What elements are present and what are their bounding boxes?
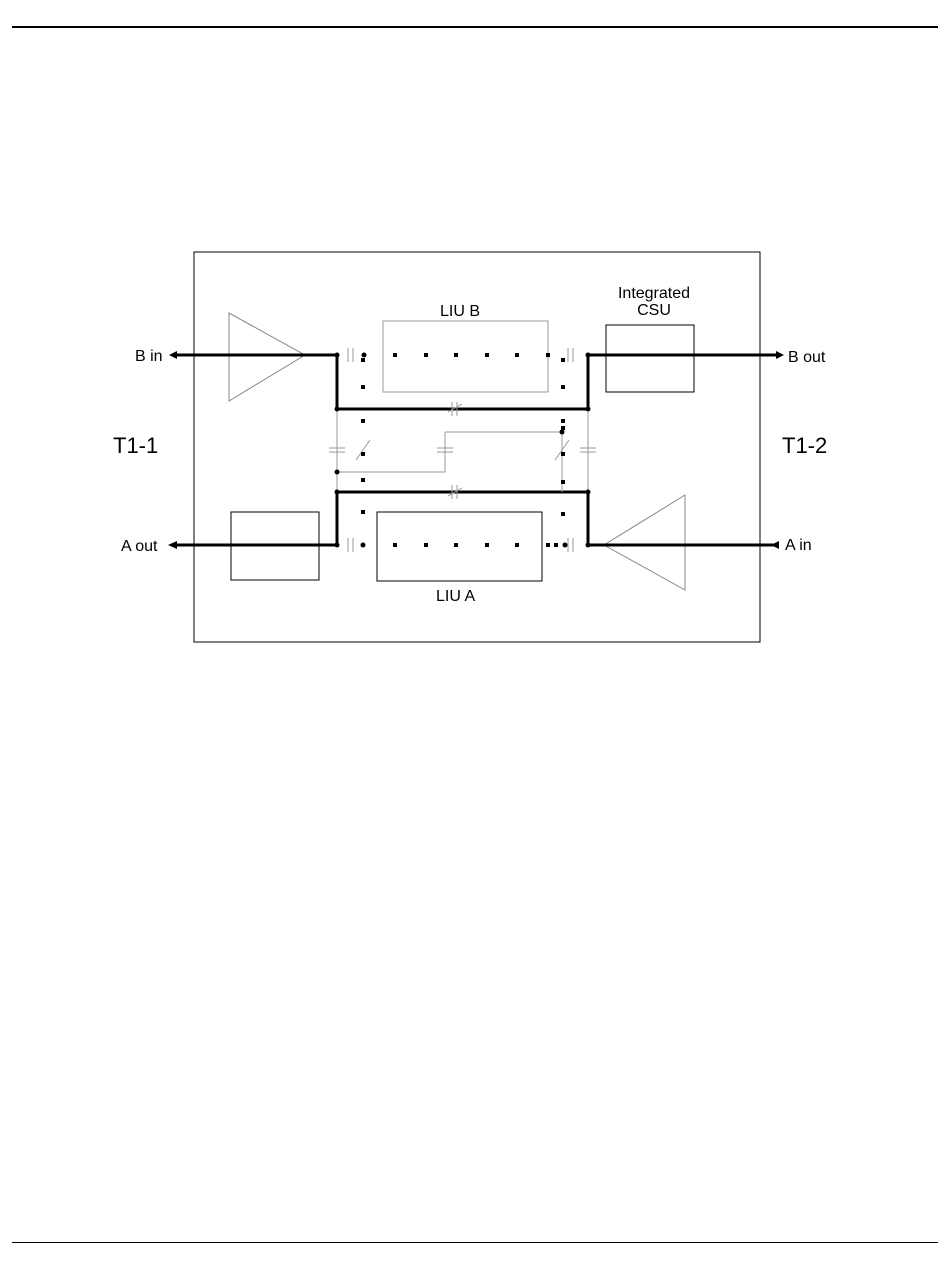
a-out-arrow	[168, 541, 177, 549]
a-path-line	[176, 492, 776, 545]
b-out-label: B out	[788, 349, 826, 366]
a-in-label: A in	[785, 537, 812, 554]
t1-1-label: T1-1	[113, 433, 158, 458]
b-in-arrow	[169, 351, 177, 359]
switch-contacts	[329, 348, 596, 552]
liu-b-label: LIU B	[440, 303, 480, 320]
a-out-label: A out	[121, 538, 158, 555]
b-path-line	[176, 355, 776, 409]
t1-2-label: T1-2	[782, 433, 827, 458]
a-in-amplifier	[604, 495, 685, 590]
junction-dots	[335, 353, 591, 548]
b-in-label: B in	[135, 348, 163, 365]
csu-label-line1: Integrated	[618, 285, 690, 302]
csu-label-line2: CSU	[637, 302, 671, 319]
pin-squares	[361, 353, 565, 547]
loopback-wiring	[337, 409, 588, 492]
liu-b-box	[383, 321, 548, 392]
liu-a-label: LIU A	[436, 588, 475, 605]
integrated-csu-box	[606, 325, 694, 392]
b-out-arrow	[776, 351, 784, 359]
a-in-arrow	[771, 541, 779, 549]
b-in-amplifier	[229, 313, 305, 401]
